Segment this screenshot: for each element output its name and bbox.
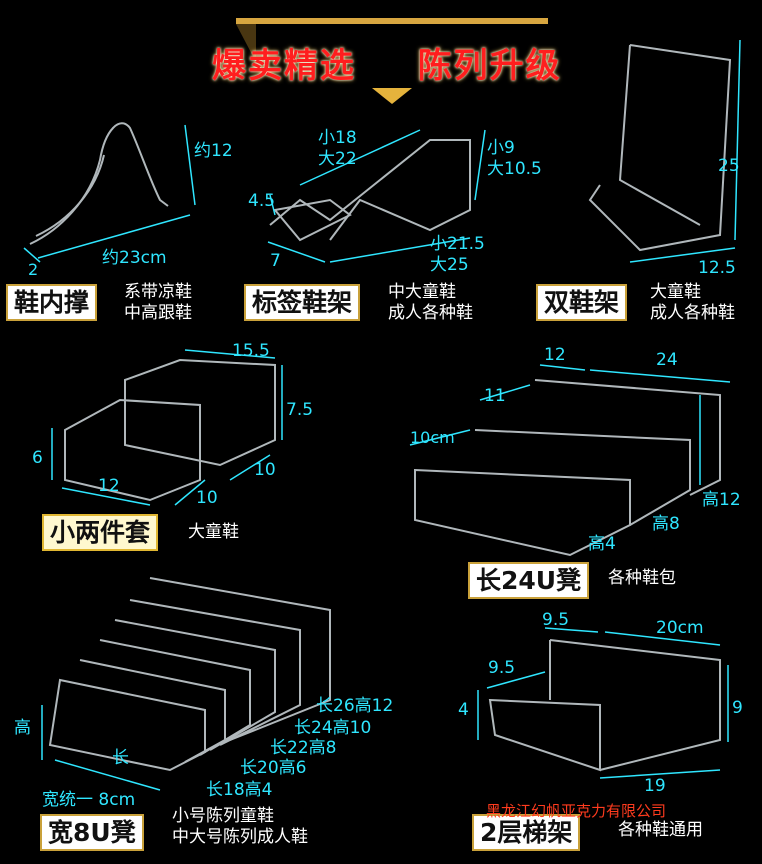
banner-title-right: 陈列升级 (417, 46, 562, 86)
dim-height-big: 7.5 (286, 400, 314, 420)
dim-depth: 19 (644, 776, 666, 796)
dim-height-12: 高12 (702, 490, 741, 510)
banner-title-left: 爆卖精选 (212, 46, 356, 86)
product-name-small-two-set: 小两件套 (42, 514, 159, 551)
dim-top: 15.5 (232, 341, 270, 361)
dim-depth-mid: 11 (484, 386, 506, 406)
dim-right-large: 大10.5 (487, 159, 542, 180)
product-desc: 大童鞋 (188, 522, 239, 542)
dim-height-small: 6 (32, 448, 43, 468)
size-22: 长22高8 (270, 738, 337, 758)
desc-line: 成人各种鞋 (388, 303, 473, 324)
product-desc: 系带凉鞋 中高跟鞋 (124, 282, 192, 325)
product-name-two-tier-stair: 2层梯架 (472, 814, 581, 851)
company-watermark: 黑龙江幻帆亚克力有限公司 (486, 802, 667, 820)
desc-line: 中大童鞋 (388, 282, 456, 302)
dim-bottom-large: 大25 (430, 255, 469, 276)
dim-depth-a: 10 (196, 488, 218, 508)
dim-depth-top: 12 (544, 345, 566, 365)
dim-width: 20cm (656, 618, 704, 638)
product-name-wide-8u-stool: 宽8U凳 (40, 814, 144, 851)
dim-top-large: 大22 (318, 149, 357, 170)
dim-bottom-small: 小21.5 (430, 234, 485, 254)
dim-width: 2 (28, 260, 39, 279)
dim-top: 小18 大22 (318, 128, 357, 171)
dim-top-small: 小18 (318, 128, 357, 148)
size-24: 长24高10 (294, 718, 372, 738)
dim-depth-low: 10cm (410, 428, 455, 447)
desc-line: 小号陈列童鞋 (172, 806, 274, 826)
desc-line: 系带凉鞋 (124, 282, 192, 302)
dim-right-small: 小9 (487, 138, 515, 158)
size-26: 长26高12 (316, 696, 394, 716)
dim-length: 长 (112, 748, 129, 768)
dim-width: 宽统一 8cm (42, 790, 136, 810)
dim-depth: 12.5 (698, 258, 736, 278)
banner-ornament (236, 18, 548, 104)
dim-height-8: 高8 (652, 514, 680, 534)
dim-depth-top: 9.5 (542, 610, 570, 630)
dim-depth-b: 10 (254, 460, 276, 480)
product-desc: 各种鞋包 (608, 568, 676, 588)
dim-length: 约23cm (102, 248, 167, 268)
dim-height: 25 (718, 156, 740, 176)
dim-height: 高 (14, 718, 31, 738)
dim-width: 24 (656, 350, 678, 370)
dim-bottom: 小21.5 大25 (430, 234, 485, 277)
dim-height-4: 高4 (588, 534, 616, 554)
product-name-long-24u-stool: 长24U凳 (468, 562, 590, 599)
size-20: 长20高6 (240, 758, 307, 778)
dim-right: 小9 大10.5 (487, 138, 542, 181)
product-name-label-shoe-rack: 标签鞋架 (244, 284, 361, 321)
product-name-double-shoe-rack: 双鞋架 (536, 284, 628, 321)
dim-depth-low: 9.5 (488, 658, 516, 678)
desc-line: 大童鞋 (650, 282, 701, 302)
desc-line: 中高跟鞋 (124, 303, 192, 324)
desc-line: 中大号陈列成人鞋 (172, 827, 308, 848)
promo-banner: 爆卖精选 陈列升级 (212, 38, 562, 87)
product-desc: 中大童鞋 成人各种鞋 (388, 282, 473, 325)
dim-width-small: 12 (98, 476, 120, 496)
size-18: 长18高4 (206, 780, 273, 800)
dim-front: 7 (270, 251, 281, 271)
product-desc: 小号陈列童鞋 中大号陈列成人鞋 (172, 806, 308, 849)
dim-height-high: 9 (732, 698, 743, 718)
dim-height: 约12 (194, 141, 233, 161)
product-desc: 各种鞋通用 (618, 820, 703, 840)
product-name-shoe-insert: 鞋内撑 (6, 284, 98, 321)
dim-left: 4.5 (248, 191, 276, 211)
desc-line: 成人各种鞋 (650, 303, 735, 324)
product-desc: 大童鞋 成人各种鞋 (650, 282, 735, 325)
dim-height-low: 4 (458, 700, 469, 720)
